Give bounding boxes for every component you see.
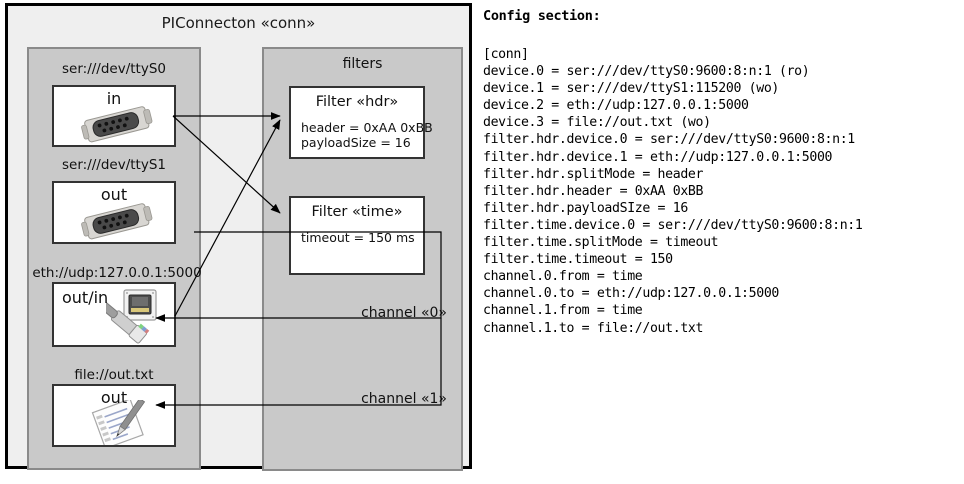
filter-time-attr-timeout: timeout = 150 ms <box>301 230 415 245</box>
config-line: filter.time.device.0 = ser:///dev/ttyS0:… <box>483 217 863 233</box>
ethernet-jack-icon <box>106 289 157 344</box>
device-box-ttys1[interactable]: out <box>52 181 176 244</box>
serial-port-icon <box>81 203 153 240</box>
config-section: Config section: [conn] device.0 = ser:///… <box>483 0 964 484</box>
filter-hdr-attr-header: header = 0xAA 0xBB <box>301 120 433 135</box>
filter-time-title: Filter «time» <box>311 204 403 220</box>
config-line: [conn] <box>483 47 529 62</box>
config-lines: [conn] device.0 = ser:///dev/ttyS0:9600:8… <box>483 46 863 337</box>
config-line: filter.hdr.payloadSIze = 16 <box>483 200 688 216</box>
filters-panel: filters Filter «hdr» header = 0xAA 0xBB … <box>262 47 463 471</box>
device-label-file: file://out.txt <box>74 367 154 383</box>
device-box-file[interactable]: out <box>52 384 176 447</box>
notepad-pen-icon <box>91 400 146 445</box>
config-line: filter.time.splitMode = timeout <box>483 235 719 251</box>
config-line: channel.1.from = time <box>483 303 643 319</box>
device-box-eth[interactable]: out/in <box>52 282 176 347</box>
channel-label-0: channel «0» <box>361 305 447 321</box>
filter-hdr-attr-payloadsize: payloadSize = 16 <box>301 135 411 150</box>
channel-label-1: channel «1» <box>361 391 447 407</box>
serial-port-icon <box>81 106 153 143</box>
config-line: device.1 = ser:///dev/ttyS1:115200 (wo) <box>483 81 779 97</box>
config-line: filter.hdr.device.1 = eth://udp:127.0.0.… <box>483 149 833 165</box>
filter-hdr-attrs: header = 0xAA 0xBB payloadSize = 16 <box>301 120 433 150</box>
config-line: device.0 = ser:///dev/ttyS0:9600:8:n:1 (… <box>483 64 810 80</box>
config-line: channel.1.to = file://out.txt <box>483 320 704 336</box>
device-box-ttys0[interactable]: in <box>52 85 176 147</box>
filter-hdr-title: Filter «hdr» <box>315 94 399 110</box>
config-line: channel.0.to = eth://udp:127.0.0.1:5000 <box>483 286 779 302</box>
component-outer-box: PIConnecton «conn» ser:///dev/ttyS0 in <box>5 3 472 471</box>
config-heading: Config section: <box>483 8 601 24</box>
config-line: filter.hdr.splitMode = header <box>483 166 704 182</box>
devices-panel: ser:///dev/ttyS0 in <box>27 47 202 470</box>
config-line: filter.hdr.device.0 = ser:///dev/ttyS0:9… <box>483 132 855 148</box>
config-line: device.3 = file://out.txt (wo) <box>483 115 711 131</box>
page-title: PIConnecton «conn» <box>161 14 316 32</box>
filter-time-attrs: timeout = 150 ms <box>301 230 415 245</box>
filter-box-time[interactable]: Filter «time» timeout = 150 ms <box>289 196 425 275</box>
device-label-eth: eth://udp:127.0.0.1:5000 <box>32 265 202 281</box>
config-line: filter.hdr.header = 0xAA 0xBB <box>483 183 704 199</box>
device-label-ttys1: ser:///dev/ttyS1 <box>62 157 166 173</box>
config-line: filter.time.timeout = 150 <box>483 252 673 268</box>
config-line: device.2 = eth://udp:127.0.0.1:5000 <box>483 98 749 114</box>
filter-box-hdr[interactable]: Filter «hdr» header = 0xAA 0xBB payloadS… <box>289 86 433 159</box>
device-label-ttys0: ser:///dev/ttyS0 <box>62 61 166 77</box>
filters-panel-title: filters <box>342 56 383 72</box>
config-line: channel.0.from = time <box>483 269 643 285</box>
device-direction-outin: out/in <box>62 288 109 307</box>
